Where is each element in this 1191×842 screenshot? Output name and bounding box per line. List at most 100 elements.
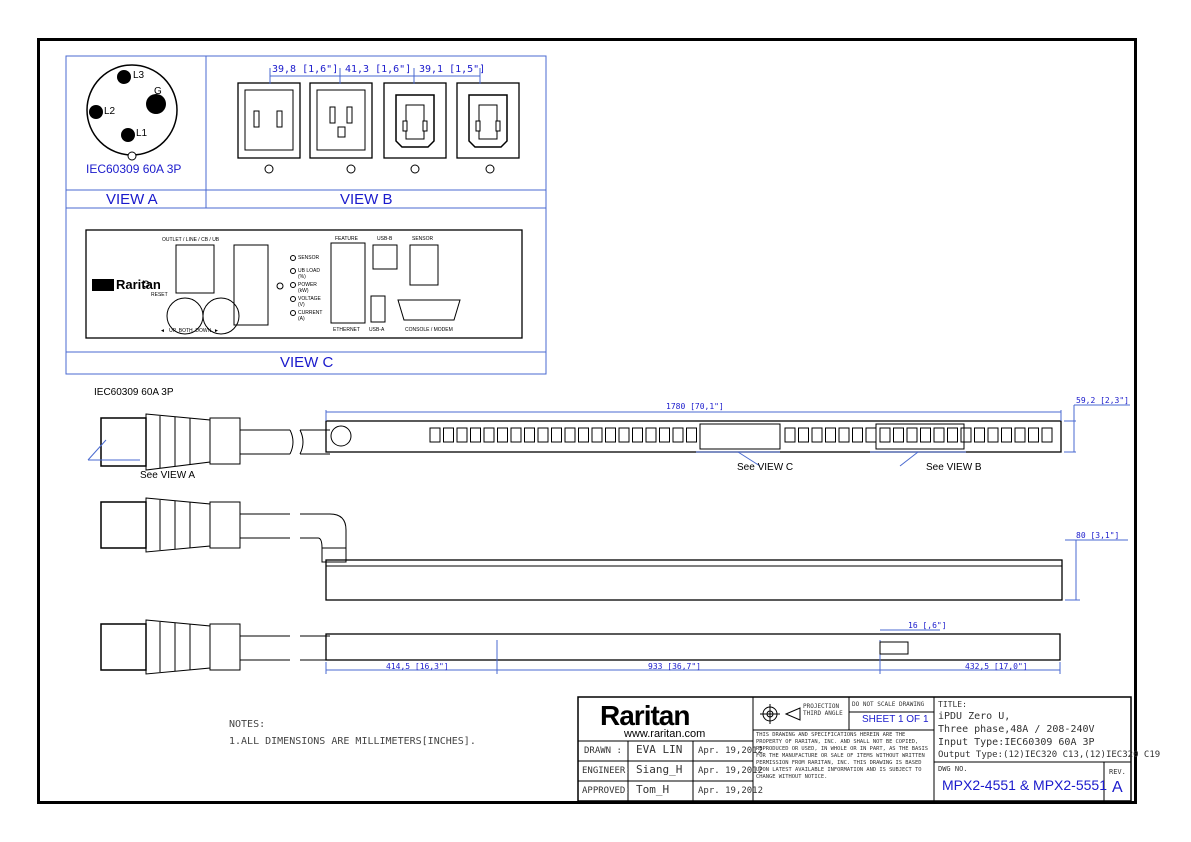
led-power-label: POWER (kW) [298, 282, 317, 294]
outlet-mark [852, 427, 863, 443]
view-b-dim-1: 39,8 [1,6"] [272, 64, 339, 75]
pdu-side-view [100, 497, 1128, 601]
outlet-mark [537, 427, 549, 443]
panel-ethernet-label: ETHERNET [333, 327, 360, 333]
outlet-mark [838, 427, 850, 443]
outlet-mark [483, 427, 495, 443]
panel-console-label: CONSOLE / MODEM [405, 327, 453, 333]
outlet-mark [1001, 427, 1012, 443]
view-b-dim-2: 41,3 [1,6"] [345, 64, 412, 75]
sheet-border [37, 38, 1137, 804]
outlet-mark [987, 427, 999, 443]
tb-dwg-no: MPX2-4551 & MPX2-5551 [942, 777, 1107, 793]
notes-heading: NOTES: [229, 719, 266, 730]
led-sensor-label: SENSOR [298, 255, 320, 261]
projection-symbol [760, 704, 801, 724]
see-view-c: See VIEW C [737, 462, 794, 473]
pdu-bottom-view [100, 619, 1061, 675]
outlet-mark [947, 427, 958, 443]
dim-mid: 933 [36,7"] [648, 662, 701, 671]
outlet-mark [632, 427, 643, 443]
see-view-b: See VIEW B [926, 462, 982, 473]
tb-projection: PROJECTION THIRD ANGLE [803, 703, 843, 717]
outlet-mark [659, 427, 670, 443]
tb-approved-name: Tom_H [636, 783, 670, 796]
outlet-mark [784, 427, 796, 443]
tb-drawn-label: DRAWN : [584, 746, 622, 756]
outlet-mark [798, 427, 809, 443]
panel-usb-b-label: USB-B [377, 236, 393, 242]
outlet-mark [974, 427, 985, 443]
outlet-mark [470, 427, 481, 443]
pin-g [146, 94, 166, 114]
tb-drawn-name: EVA LIN [636, 743, 683, 756]
outlet-mark [1041, 427, 1053, 443]
outlet-mark [879, 427, 891, 443]
tb-title-label: TITLE: [938, 700, 967, 709]
panel-reset-label: RESET [151, 292, 168, 298]
outlet-mark [906, 427, 918, 443]
outlet-mark [605, 427, 616, 443]
outlet-marks [429, 427, 1053, 443]
pin-l3-label: L3 [133, 70, 145, 81]
tb-url: www.raritan.com [624, 728, 706, 740]
outlet-mark [1014, 427, 1026, 443]
pdu-top-view [87, 404, 1130, 471]
notes-line-1: 1.ALL DIMENSIONS ARE MILLIMETERS[INCHES]… [229, 736, 476, 747]
view-c-label: VIEW C [280, 354, 334, 371]
led-current-label: CURRENT (A) [298, 310, 323, 322]
dim-width: 59,2 [2,3"] [1076, 396, 1129, 405]
tb-do-not-scale: DO NOT SCALE DRAWING [852, 701, 925, 708]
panel-usb-a-label: USB-A [369, 327, 385, 333]
outlet-mark [672, 427, 684, 443]
view-frame [65, 55, 547, 375]
outlet-mark [591, 427, 603, 443]
pin-l1-label: L1 [136, 128, 148, 139]
dim-length: 1780 [70,1"] [666, 402, 724, 411]
led-ub-load-label: UB LOAD (%) [298, 268, 320, 280]
pin-l2-label: L2 [104, 106, 116, 117]
pin-l3 [117, 70, 131, 84]
view-b-dim-3: 39,1 [1,5"] [419, 64, 486, 75]
panel-buttons-label: ◄ UP BOTH DOWN ► [160, 328, 219, 334]
tb-title-line-2: Three phase,48A / 208-240V [938, 724, 1095, 735]
led-voltage-label: VOLTAGE (V) [298, 296, 321, 308]
outlet-mark [551, 427, 562, 443]
tb-engineer-label: ENGINEER: [582, 766, 631, 776]
pin-l1 [121, 128, 135, 142]
outlet-mark [933, 427, 945, 443]
panel-sensor-label: SENSOR [412, 236, 434, 242]
outlet-mark [811, 427, 823, 443]
outlet-mark [564, 427, 576, 443]
pin-l2 [89, 105, 103, 119]
dim-right: 432,5 [17,0"] [965, 662, 1028, 671]
outlet-mark [456, 427, 468, 443]
title-block-lines [577, 696, 1132, 802]
tb-title-line-4: Output Type:(12)IEC320 C13,(12)IEC320 C1… [938, 750, 1161, 760]
outlets-view-b [237, 68, 520, 174]
panel-brand: Raritan [116, 277, 161, 292]
outlet-mark [865, 427, 877, 443]
view-a-label: VIEW A [106, 191, 158, 208]
tb-rev: A [1112, 779, 1123, 796]
outlet-mark [893, 427, 904, 443]
tb-rev-label: REV. [1109, 768, 1126, 776]
outlet-mark [497, 427, 508, 443]
outlet-mark [1028, 427, 1039, 443]
tb-dwg-label: DWG NO. [938, 765, 968, 773]
dim-small: 16 [,6"] [908, 621, 947, 630]
view-a-caption: IEC60309 60A 3P [86, 162, 182, 176]
tb-drawn-date: Apr. 19,2012 [698, 746, 764, 756]
tb-approved-label: APPROVED: [582, 786, 631, 796]
outlet-mark [686, 427, 697, 443]
pin-g-label: G [154, 86, 162, 97]
view-b-label: VIEW B [340, 191, 393, 208]
tb-disclaimer: THIS DRAWING AND SPECIFICATIONS HEREIN A… [756, 732, 929, 780]
outlet-mark [524, 427, 535, 443]
tb-approved-date: Apr. 19,2012 [698, 786, 764, 796]
outlet-mark [618, 427, 630, 443]
tb-sheet: SHEET 1 OF 1 [862, 714, 929, 725]
control-panel [85, 229, 523, 339]
